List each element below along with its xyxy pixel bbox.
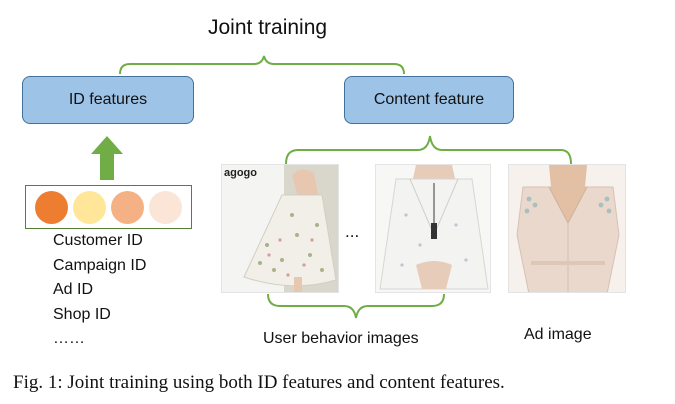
user-behavior-image-1: agogo [221,164,339,293]
id-circle-2 [72,190,106,224]
id-list-item-ellipsis: …… [53,330,85,347]
content-feature-brace [285,135,572,165]
user-behavior-images-label: User behavior images [263,330,419,347]
id-circle-1 [34,190,68,224]
white-cardigan-illustration [379,165,489,290]
content-feature-box: Content feature [344,76,514,124]
floral-dress-illustration [243,165,338,292]
id-list-item-shop: Shop ID [53,305,111,323]
id-list-item-customer: Customer ID [53,232,143,249]
id-circle-3 [111,190,145,224]
ad-image [508,164,626,293]
figure-caption: Fig. 1: Joint training using both ID fea… [13,372,505,393]
images-ellipsis: ... [345,222,360,241]
id-list-item-ad: Ad ID [53,281,94,298]
id-embedding-box [25,185,192,229]
user-behavior-image-2 [375,164,491,293]
id-circle-4 [149,190,183,224]
up-arrow-head [91,136,123,154]
beige-dress-illustration [516,165,620,292]
diagram-title: Joint training [208,16,328,39]
content-feature-label: Content feature [373,91,485,108]
id-list-item-campaign: Campaign ID [53,256,147,274]
up-arrow-shaft [100,150,114,180]
id-features-box: ID features [22,76,194,124]
user-behavior-brace [267,293,445,319]
id-list: Customer ID Campaign ID Ad ID Shop ID …… [53,229,146,352]
joint-training-brace [119,55,405,75]
ad-image-label: Ad image [524,326,592,343]
id-features-label: ID features [68,91,148,108]
image-watermark-text: agogo [224,167,257,179]
